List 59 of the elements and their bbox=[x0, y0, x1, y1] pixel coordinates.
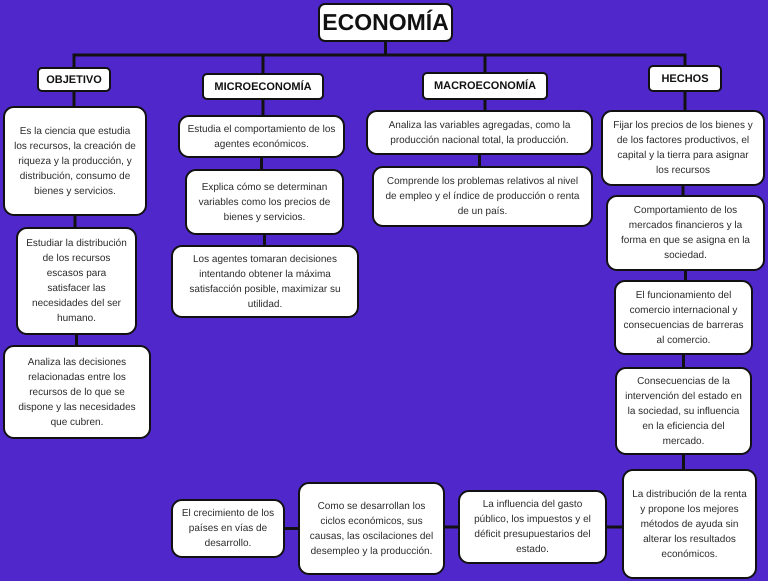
category-box bbox=[202, 73, 324, 100]
connector-line bbox=[684, 271, 687, 280]
concept-text: La distribución de la renta y propone los mejores métodos de ayuda sin alterar los resultados económicos. bbox=[631, 488, 748, 562]
concept-text: Es la ciencia que estudia los recursos, la creación de riqueza y la producción, y distribución, consumo de bienes y servicios. bbox=[13, 124, 137, 198]
connector-line bbox=[260, 158, 263, 169]
concept-text: Analiza las variables agregadas, como la producción nacional total, la producción. bbox=[388, 118, 572, 148]
connector-line bbox=[682, 455, 685, 469]
category-label: MACROECONOMÍA bbox=[434, 80, 536, 92]
concept-text: La influencia del gasto público, los impuestos y el déficit presupuestarios del estado. bbox=[473, 498, 592, 557]
concept-text: Como se desarrollan los ciclos económicos, sus causas, las oscilaciones del desempleo y la producción. bbox=[308, 500, 434, 558]
connector-line bbox=[75, 335, 78, 345]
connector-line bbox=[263, 235, 266, 245]
category-label: HECHOS bbox=[661, 72, 709, 84]
concept-text: El funcionamiento del comercio internacional y consecuencias de barreras al comercio. bbox=[623, 288, 744, 348]
concept-box bbox=[171, 245, 359, 318]
concept-text: Analiza las decisiones relacionadas entre los recursos de lo que se dispone y las necesidades que cubren. bbox=[17, 356, 137, 430]
concept-box bbox=[185, 169, 344, 235]
concept-box bbox=[3, 345, 151, 439]
concept-box bbox=[614, 280, 753, 355]
concept-text: Comprende los problemas relativos al nivel de empleo y el índice de producción o renta de un país. bbox=[384, 175, 580, 219]
concept-box bbox=[3, 106, 147, 216]
category-label: OBJETIVO bbox=[46, 74, 102, 86]
category-box bbox=[37, 67, 111, 92]
concept-box bbox=[178, 115, 345, 158]
concept-box bbox=[366, 110, 593, 155]
concept-text: Estudiar la distribución de los recursos escasos para satisfacer las necesidades del ser humano. bbox=[25, 237, 128, 326]
concept-text: Estudia el comportamiento de los agentes económicos. bbox=[187, 122, 336, 152]
connector-line bbox=[262, 100, 264, 115]
connector-line bbox=[445, 526, 458, 528]
concept-text: Los agentes tomaran decisiones intentando obtener la máxima satisfacción posible, maximizar su utilidad. bbox=[188, 252, 342, 312]
category-box bbox=[648, 65, 722, 92]
connector-line bbox=[72, 92, 76, 106]
connector-line bbox=[484, 100, 486, 110]
category-label: MICROECONOMÍA bbox=[214, 80, 312, 92]
concept-box bbox=[298, 482, 445, 575]
topic-box bbox=[318, 3, 453, 42]
concept-box bbox=[622, 469, 757, 579]
category-box bbox=[422, 72, 548, 100]
concept-text: Fijar los precios de los bienes y de los factores productivos, el capital y la tierra para asignar los recursos bbox=[612, 119, 754, 178]
connector-line bbox=[682, 355, 685, 367]
concept-box bbox=[171, 499, 285, 558]
connector-line bbox=[384, 42, 686, 65]
topic-title: ECONOMÍA bbox=[322, 9, 449, 36]
connector-line bbox=[607, 526, 622, 528]
concept-box bbox=[458, 490, 607, 564]
connector-line bbox=[478, 155, 481, 166]
concept-text: Consecuencias de la intervención del estado en la sociedad, su influencia en la eficiencia del mercado. bbox=[624, 374, 743, 448]
connector-line bbox=[682, 186, 684, 195]
connector-line bbox=[684, 92, 686, 110]
concept-box bbox=[601, 110, 765, 186]
concept-text: Comportamiento de los mercados financieros y la forma en que se asigna en la sociedad. bbox=[620, 204, 751, 263]
concept-box bbox=[372, 166, 593, 227]
concept-text: Explica cómo se determinan variables como los precios de bienes y servicios. bbox=[198, 180, 332, 224]
concept-box bbox=[615, 367, 752, 455]
connector-line bbox=[285, 527, 298, 530]
connector-line bbox=[74, 216, 76, 227]
concept-box bbox=[606, 195, 765, 271]
concept-text: El crecimiento de los países en vías de desarrollo. bbox=[180, 507, 276, 551]
concept-box bbox=[16, 227, 137, 335]
